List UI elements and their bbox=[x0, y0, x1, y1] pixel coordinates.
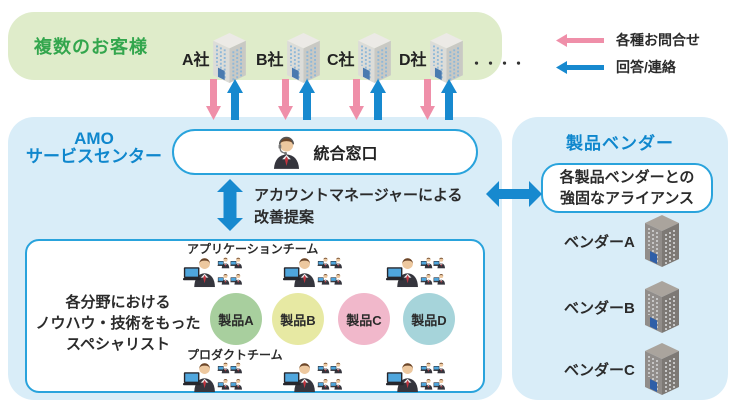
legend: 各種お問合せ 回答/連絡 bbox=[556, 30, 700, 77]
office-building-icon bbox=[430, 33, 463, 83]
team-icon-group bbox=[183, 359, 243, 393]
team-icon-group bbox=[283, 254, 343, 288]
flow-arrows-company-b bbox=[278, 79, 315, 120]
flow-arrows-company-a bbox=[206, 79, 243, 120]
more-customers-dots: ・・・・ bbox=[470, 56, 527, 71]
product-c-circle: 製品C bbox=[338, 293, 390, 345]
amo-title-line2: サービスセンター bbox=[26, 147, 162, 166]
specialist-description: 各分野における ノウハウ・技術をもった スペシャリスト bbox=[27, 292, 209, 355]
vertical-double-arrow-icon bbox=[217, 179, 243, 231]
company-b-label: B社 bbox=[256, 52, 284, 69]
company-d: D社 bbox=[399, 33, 463, 83]
vendor-alliance-box: 各製品ベンダーとの 強固なアライアンス bbox=[541, 163, 713, 213]
specialist-line2: ノウハウ・技術をもった bbox=[35, 315, 201, 332]
vendor-a-row: ベンダーA bbox=[564, 215, 679, 267]
amo-title-line1: AMO bbox=[74, 129, 114, 148]
reply-up-arrow-icon bbox=[441, 79, 457, 120]
product-team-label: プロダクトチーム bbox=[187, 348, 283, 362]
company-b: B社 bbox=[256, 33, 320, 83]
product-b-circle: 製品B bbox=[272, 293, 324, 345]
specialist-teams-box: 各分野における ノウハウ・技術をもった スペシャリスト アプリケーションチーム … bbox=[25, 239, 485, 393]
product-vendor-panel: 製品ベンダー 各製品ベンダーとの 強固なアライアンス ベンダーA ベンダーB ベ… bbox=[512, 117, 728, 400]
vendor-panel-title: 製品ベンダー bbox=[566, 134, 674, 153]
inquiry-down-arrow-icon bbox=[420, 79, 435, 120]
team-icon-group bbox=[386, 254, 446, 288]
team-icon-group bbox=[183, 254, 243, 288]
product-c-label: 製品C bbox=[346, 312, 382, 328]
blue-left-arrow-icon bbox=[556, 61, 604, 74]
product-d-circle: 製品D bbox=[403, 293, 455, 345]
flow-arrows-company-c bbox=[349, 79, 386, 120]
proposal-line2: 改善提案 bbox=[254, 209, 315, 226]
legend-reply-row: 回答/連絡 bbox=[556, 57, 700, 77]
vendor-b-label: ベンダーB bbox=[564, 299, 635, 317]
inquiry-down-arrow-icon bbox=[278, 79, 293, 120]
unified-contact-box: 統合窓口 bbox=[172, 129, 478, 175]
vendor-b-row: ベンダーB bbox=[564, 281, 679, 333]
company-a: A社 bbox=[182, 33, 246, 83]
amo-service-center-panel: AMO サービスセンター 統合窓口 アカウントマネージャーによる 改善提案 各分… bbox=[8, 117, 502, 400]
support-agent-icon bbox=[272, 136, 301, 169]
vendor-a-label: ベンダーA bbox=[564, 233, 635, 251]
legend-inquiry-row: 各種お問合せ bbox=[556, 30, 700, 50]
product-a-circle: 製品A bbox=[210, 293, 262, 345]
office-building-icon bbox=[213, 33, 246, 83]
product-d-label: 製品D bbox=[411, 312, 447, 328]
product-b-label: 製品B bbox=[280, 312, 316, 328]
inquiry-down-arrow-icon bbox=[206, 79, 221, 120]
amo-panel-title: AMO サービスセンター bbox=[14, 130, 174, 166]
reply-up-arrow-icon bbox=[299, 79, 315, 120]
company-c-label: C社 bbox=[327, 52, 355, 69]
alliance-line2: 強固なアライアンス bbox=[559, 190, 695, 207]
specialist-line1: 各分野における bbox=[65, 294, 171, 311]
office-building-icon bbox=[287, 33, 320, 83]
product-a-label: 製品A bbox=[218, 312, 254, 328]
reply-up-arrow-icon bbox=[370, 79, 386, 120]
specialist-line3: スペシャリスト bbox=[66, 336, 170, 353]
team-icon-group bbox=[283, 359, 343, 393]
inquiry-down-arrow-icon bbox=[349, 79, 364, 120]
pink-left-arrow-icon bbox=[556, 34, 604, 47]
horizontal-double-arrow-icon bbox=[486, 179, 542, 209]
flow-arrows-company-d bbox=[420, 79, 457, 120]
customers-panel: 複数のお客様 A社 B社 C社 D社 ・・・・ bbox=[8, 12, 525, 83]
company-d-label: D社 bbox=[399, 52, 427, 69]
vendor-c-row: ベンダーC bbox=[564, 343, 679, 395]
application-team-label: アプリケーションチーム bbox=[187, 242, 319, 256]
legend-reply-label: 回答/連絡 bbox=[616, 59, 676, 75]
vendor-building-icon bbox=[645, 215, 679, 267]
vendor-building-icon bbox=[645, 343, 679, 395]
proposal-line1: アカウントマネージャーによる bbox=[254, 187, 463, 204]
reply-up-arrow-icon bbox=[227, 79, 243, 120]
alliance-line1: 各製品ベンダーとの bbox=[559, 169, 695, 186]
unified-contact-label: 統合窓口 bbox=[313, 146, 378, 163]
account-manager-proposal-text: アカウントマネージャーによる 改善提案 bbox=[254, 185, 463, 229]
customers-panel-title: 複数のお客様 bbox=[34, 37, 148, 57]
company-c: C社 bbox=[327, 33, 391, 83]
vendor-c-label: ベンダーC bbox=[564, 361, 635, 379]
legend-inquiry-label: 各種お問合せ bbox=[616, 32, 700, 48]
company-a-label: A社 bbox=[182, 52, 210, 69]
vendor-building-icon bbox=[645, 281, 679, 333]
office-building-icon bbox=[358, 33, 391, 83]
team-icon-group bbox=[386, 359, 446, 393]
